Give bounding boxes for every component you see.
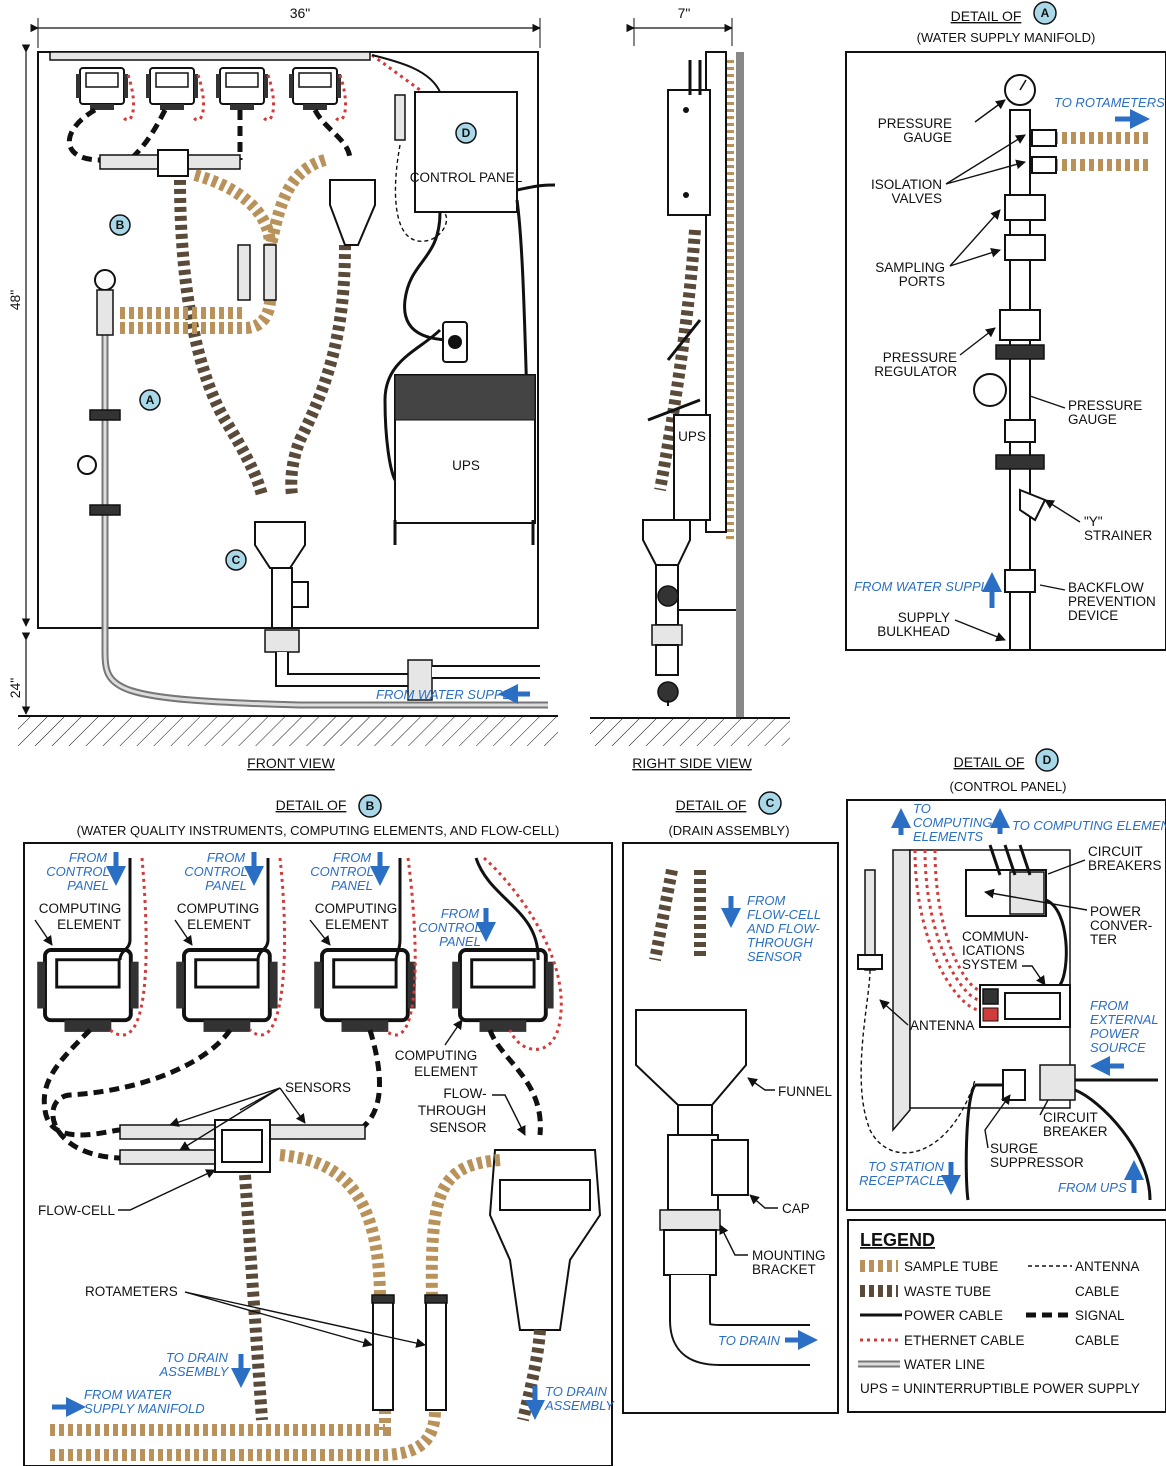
- badge-b: [109, 214, 131, 236]
- svg-text:TO DRAIN: TO DRAIN: [718, 1333, 780, 1348]
- front-control-panel: [414, 91, 518, 213]
- detail-c-title: DETAIL OF: [676, 797, 747, 813]
- detail-b-title: DETAIL OF: [276, 797, 347, 813]
- svg-text:A: A: [146, 393, 155, 407]
- svg-text:SENSORS: SENSORS: [285, 1080, 351, 1095]
- svg-text:TO ROTAMETERS: TO ROTAMETERS: [1054, 95, 1165, 110]
- badge-c: [225, 549, 247, 571]
- svg-text:"Y"STRAINER: "Y"STRAINER: [1084, 514, 1153, 543]
- svg-text:C: C: [232, 553, 241, 567]
- detail-b-subtitle: (WATER QUALITY INSTRUMENTS, COMPUTING EL…: [77, 823, 560, 838]
- detail-a-subtitle: (WATER SUPPLY MANIFOLD): [917, 30, 1096, 45]
- front-width-dim: 36": [290, 5, 311, 21]
- svg-text:D: D: [462, 126, 471, 140]
- svg-text:ETHERNET CABLE: ETHERNET CABLE: [904, 1333, 1025, 1348]
- svg-text:B: B: [116, 218, 125, 232]
- svg-text:FROM UPS: FROM UPS: [1058, 1180, 1127, 1195]
- svg-text:CAP: CAP: [782, 1201, 810, 1216]
- legend: LEGEND SAMPLE TUBE WASTE TUBE POWER CABL…: [847, 1219, 1166, 1413]
- detail-d-subtitle: (CONTROL PANEL): [949, 779, 1066, 794]
- svg-text:WATER LINE: WATER LINE: [904, 1357, 985, 1372]
- svg-text:ROTAMETERS: ROTAMETERS: [85, 1284, 178, 1299]
- svg-text:ANTENNA: ANTENNA: [910, 1018, 975, 1033]
- front-view-title: FRONT VIEW: [247, 755, 335, 771]
- svg-text:POWER CABLE: POWER CABLE: [904, 1308, 1003, 1323]
- front-base-dim: 24": [7, 678, 23, 699]
- detail-a-water-supply-manifold: DETAIL OF A (WATER SUPPLY MANIFOLD) TO R…: [845, 1, 1166, 651]
- side-view-title: RIGHT SIDE VIEW: [632, 755, 752, 771]
- front-view: 36" 48" 24": [7, 5, 558, 771]
- svg-text:A: A: [1041, 6, 1050, 20]
- right-side-view: 7" UPS RIGHT SIDE VIEW: [590, 5, 790, 771]
- svg-text:D: D: [1043, 753, 1052, 767]
- svg-text:C: C: [766, 796, 775, 810]
- svg-text:B: B: [366, 799, 375, 813]
- front-control-panel-label-1: CONTROL PANEL: [410, 170, 523, 185]
- legend-ups-note: UPS = UNINTERRUPTIBLE POWER SUPPLY: [860, 1381, 1140, 1396]
- side-depth-dim: 7": [678, 5, 691, 21]
- detail-b-instruments: DETAIL OF B (WATER QUALITY INSTRUMENTS, …: [23, 794, 615, 1466]
- detail-a-title: DETAIL OF: [951, 8, 1022, 24]
- svg-text:FLOW-CELL: FLOW-CELL: [38, 1203, 116, 1218]
- detail-c-subtitle: (DRAIN ASSEMBLY): [668, 823, 789, 838]
- svg-text:FROM WATER SUPPLY: FROM WATER SUPPLY: [854, 579, 997, 594]
- detail-d-title: DETAIL OF: [954, 754, 1025, 770]
- front-ups-label: UPS: [452, 458, 480, 473]
- svg-text:WASTE TUBE: WASTE TUBE: [904, 1284, 991, 1299]
- svg-text:FUNNEL: FUNNEL: [778, 1084, 832, 1099]
- badge-d: [455, 122, 477, 144]
- front-height-dim: 48": [7, 290, 23, 311]
- svg-text:SAMPLE TUBE: SAMPLE TUBE: [904, 1259, 998, 1274]
- legend-title: LEGEND: [860, 1230, 935, 1250]
- side-ups-label: UPS: [678, 429, 706, 444]
- front-from-water-supply: FROM WATER SUPPLY: [376, 687, 519, 702]
- badge-a: [139, 389, 161, 411]
- svg-text:TO COMPUTING ELEMENTS: TO COMPUTING ELEMENTS: [1012, 818, 1166, 833]
